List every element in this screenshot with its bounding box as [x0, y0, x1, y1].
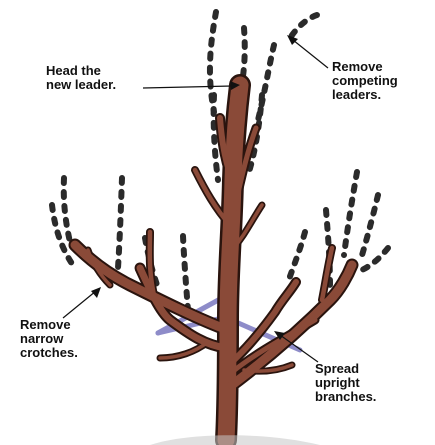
- pruned-shoot: [288, 232, 305, 282]
- ground: [150, 435, 320, 445]
- label-line: narrow: [20, 332, 78, 346]
- label-line: branches.: [315, 390, 376, 404]
- label-line: new leader.: [46, 78, 116, 92]
- label-line: Spread: [315, 362, 376, 376]
- label-line: leaders.: [332, 88, 398, 102]
- label-line: Remove: [20, 318, 78, 332]
- label-remove-narrow-crotches: Remove narrow crotches.: [20, 318, 78, 360]
- pruned-shoot: [64, 178, 70, 242]
- pruned-shoot: [118, 178, 122, 268]
- label-spread-upright-branches: Spread upright branches.: [315, 362, 376, 404]
- label-line: Head the: [46, 64, 116, 78]
- label-line: crotches.: [20, 346, 78, 360]
- label-remove-competing-leaders: Remove competing leaders.: [332, 60, 398, 102]
- pruned-shoot: [360, 195, 378, 262]
- label-line: upright: [315, 376, 376, 390]
- pruned-shoot: [183, 236, 188, 310]
- pruned-shoot: [290, 15, 317, 38]
- label-line: Remove: [332, 60, 398, 74]
- pruned-shoot: [344, 172, 357, 255]
- label-line: competing: [332, 74, 398, 88]
- label-head-new-leader: Head the new leader.: [46, 64, 116, 92]
